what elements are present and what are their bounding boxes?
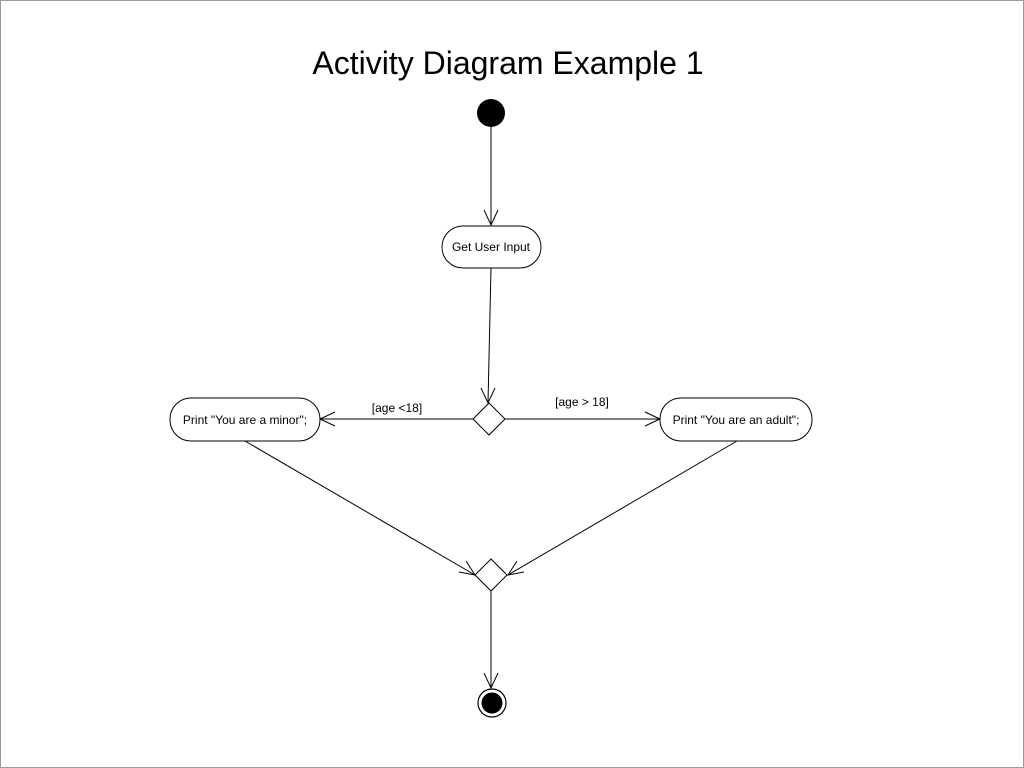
edge-minor-to-merge [244, 440, 477, 576]
edge-get-input-to-decision [480, 267, 496, 405]
action-print-adult: Print "You are an adult"; [659, 397, 813, 442]
action-get-user-input: Get User Input [441, 225, 542, 269]
final-node [477, 688, 507, 718]
guard-minor-label: [age <18] [372, 401, 422, 415]
edge-adult-to-merge [506, 440, 738, 576]
decision-node [472, 402, 506, 436]
initial-node [477, 99, 505, 127]
edge-decision-to-adult [505, 411, 662, 427]
action-get-user-input-label: Get User Input [452, 240, 531, 254]
action-print-minor-label: Print "You are a minor"; [183, 413, 307, 427]
diagram-title: Activity Diagram Example 1 [312, 45, 704, 81]
edge-merge-to-final [483, 591, 499, 690]
merge-node [474, 558, 508, 592]
action-print-minor: Print "You are a minor"; [169, 397, 321, 442]
edge-initial-to-get-input [483, 127, 499, 227]
action-print-adult-label: Print "You are an adult"; [673, 413, 800, 427]
guard-adult-label: [age > 18] [555, 395, 609, 409]
